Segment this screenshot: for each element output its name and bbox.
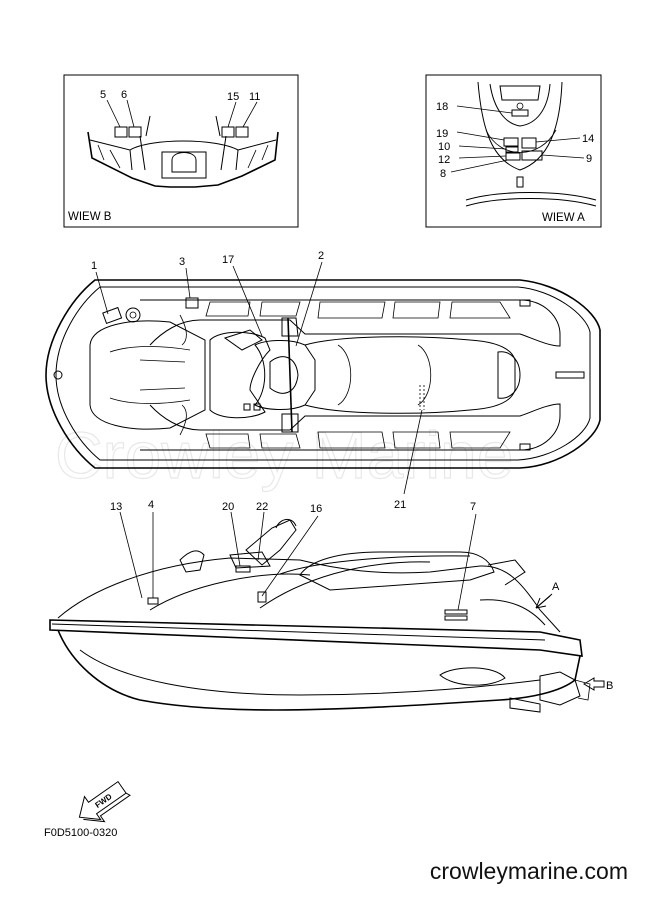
- arrow-b-icon: [583, 677, 605, 691]
- callout-6: 6: [121, 89, 127, 101]
- arrow-b-label: B: [606, 680, 613, 692]
- callout-15: 15: [227, 91, 239, 103]
- view-b-caption: WIEW B: [68, 211, 112, 223]
- callout-20: 20: [222, 501, 234, 513]
- website-footer: crowleymarine.com: [429, 858, 628, 884]
- callout-2: 2: [318, 250, 324, 262]
- view-a-caption: WIEW A: [542, 212, 585, 224]
- callout-17: 17: [222, 254, 234, 266]
- callout-9: 9: [586, 153, 592, 165]
- diagram-code: F0D5100-0320: [44, 827, 117, 839]
- callout-11: 11: [249, 91, 260, 103]
- callout-10: 10: [438, 141, 450, 153]
- arrow-a-label: A: [552, 581, 560, 593]
- callout-19: 19: [436, 128, 448, 140]
- callout-8: 8: [440, 168, 446, 180]
- callout-18: 18: [436, 101, 448, 113]
- callout-21: 21: [394, 499, 406, 511]
- callout-16: 16: [310, 503, 322, 515]
- callout-5: 5: [100, 89, 106, 101]
- callout-22: 22: [256, 501, 268, 513]
- side-view: 13 4 20 22 16 7 A B: [49, 499, 613, 713]
- callout-14: 14: [582, 133, 594, 145]
- fwd-arrow-icon: FWD: [78, 780, 131, 823]
- top-view: 1 3 17 2 21: [45, 250, 601, 511]
- callout-4: 4: [148, 499, 154, 511]
- watermark: Crowley Marine: [55, 418, 513, 492]
- callout-3: 3: [179, 256, 185, 268]
- view-a-panel: 18 19 14 10 12 9 8 WIEW A: [425, 74, 602, 228]
- view-b-panel: 5 6 15 11 WIEW B: [63, 74, 299, 228]
- fwd-label: FWD: [94, 792, 114, 810]
- callout-13: 13: [110, 501, 122, 513]
- callout-12: 12: [438, 154, 450, 166]
- callout-7: 7: [470, 501, 476, 513]
- callout-1: 1: [91, 260, 97, 272]
